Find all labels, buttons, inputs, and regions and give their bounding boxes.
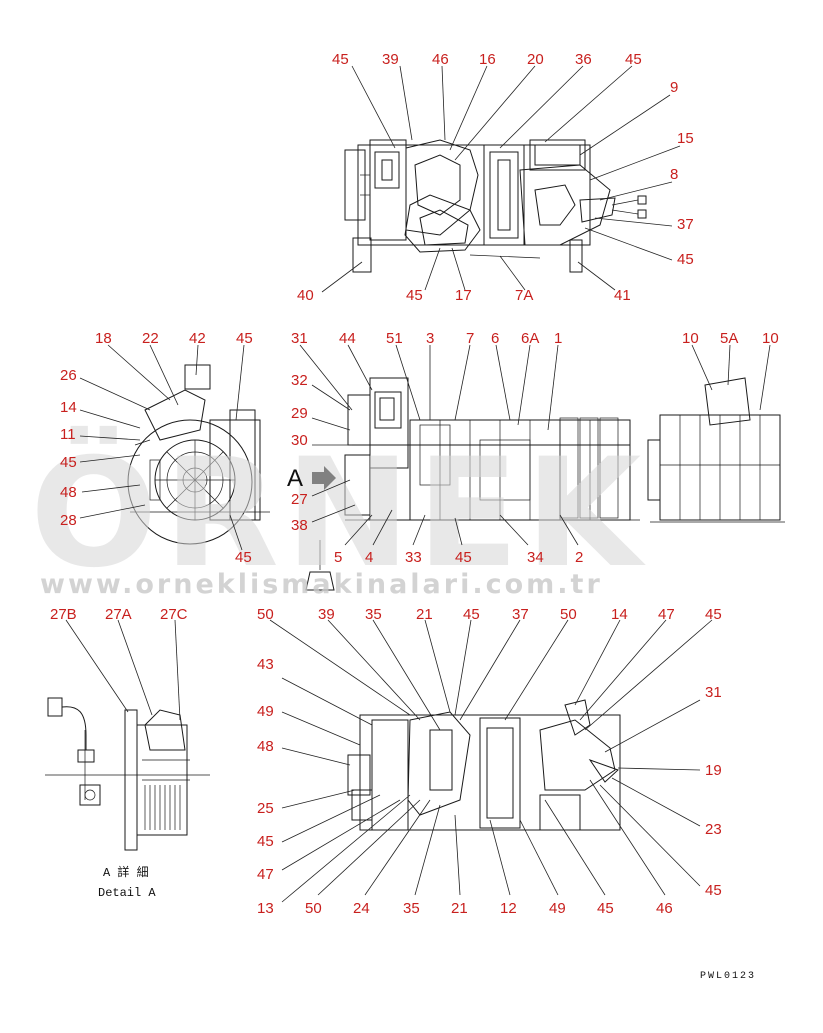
callout-label: 47 bbox=[658, 606, 675, 623]
callout-label: 13 bbox=[257, 900, 274, 917]
callout-label: 38 bbox=[291, 517, 308, 534]
end-view-unit bbox=[647, 377, 785, 523]
callout-label: 9 bbox=[670, 79, 678, 96]
callout-label: 12 bbox=[500, 900, 517, 917]
callout-label: 8 bbox=[670, 166, 678, 183]
callout-label: 50 bbox=[257, 606, 274, 623]
callout-label: 45 bbox=[406, 287, 423, 304]
callout-label: 5A bbox=[720, 330, 738, 347]
callout-label: 45 bbox=[597, 900, 614, 917]
callout-label: 26 bbox=[60, 367, 77, 384]
callout-label: 37 bbox=[512, 606, 529, 623]
callout-label: 31 bbox=[291, 330, 308, 347]
callout-label: 14 bbox=[611, 606, 628, 623]
callout-label: 21 bbox=[451, 900, 468, 917]
callout-label: 44 bbox=[339, 330, 356, 347]
callout-label: 3 bbox=[426, 330, 434, 347]
callout-label: 50 bbox=[560, 606, 577, 623]
callout-label: 29 bbox=[291, 405, 308, 422]
callout-label: 20 bbox=[527, 51, 544, 68]
callout-label: 45 bbox=[705, 882, 722, 899]
callout-label: 25 bbox=[257, 800, 274, 817]
callout-label: 31 bbox=[705, 684, 722, 701]
detail-a-drawing bbox=[45, 697, 210, 851]
callout-label: 45 bbox=[625, 51, 642, 68]
callout-label: 17 bbox=[455, 287, 472, 304]
callout-label: 48 bbox=[60, 484, 77, 501]
callout-label: 40 bbox=[297, 287, 314, 304]
callout-label: 10 bbox=[682, 330, 699, 347]
callout-label: 5 bbox=[334, 549, 342, 566]
callout-label: 45 bbox=[60, 454, 77, 471]
callout-label: 33 bbox=[405, 549, 422, 566]
callout-label: 27 bbox=[291, 491, 308, 508]
callout-label: 49 bbox=[549, 900, 566, 917]
callout-label: 1 bbox=[554, 330, 562, 347]
callout-label: 39 bbox=[382, 51, 399, 68]
blower-fin-array bbox=[144, 785, 181, 830]
callout-label: 48 bbox=[257, 738, 274, 755]
side-view-blower bbox=[127, 364, 270, 545]
callout-label: 6A bbox=[521, 330, 539, 347]
callout-label: 46 bbox=[656, 900, 673, 917]
callout-label: 45 bbox=[677, 251, 694, 268]
callout-label: 32 bbox=[291, 372, 308, 389]
leader-lines bbox=[65, 65, 771, 903]
callout-label: 15 bbox=[677, 130, 694, 147]
callout-label: 39 bbox=[318, 606, 335, 623]
side-view-main-unit bbox=[305, 377, 640, 591]
callout-label: 11 bbox=[60, 426, 76, 443]
callout-label: 45 bbox=[705, 606, 722, 623]
callout-label: 37 bbox=[677, 216, 694, 233]
callout-label: 46 bbox=[432, 51, 449, 68]
callout-label: 30 bbox=[291, 432, 308, 449]
callout-label: 49 bbox=[257, 703, 274, 720]
callout-label: 35 bbox=[365, 606, 382, 623]
top-view-assembly bbox=[344, 139, 647, 273]
drawing-code: PWL0123 bbox=[700, 971, 756, 982]
detail-title-jp: A 詳 細 bbox=[103, 864, 149, 880]
callout-label: 27B bbox=[50, 606, 77, 623]
callout-label: 21 bbox=[416, 606, 433, 623]
callout-label: 36 bbox=[575, 51, 592, 68]
callout-label: 7 bbox=[466, 330, 474, 347]
callout-label: 27A bbox=[105, 606, 132, 623]
callout-label: 35 bbox=[403, 900, 420, 917]
callout-label: 4 bbox=[365, 549, 373, 566]
view-a-marker: A bbox=[287, 465, 303, 492]
callout-label: 24 bbox=[353, 900, 370, 917]
lower-assembly bbox=[347, 699, 621, 831]
callout-label: 16 bbox=[479, 51, 496, 68]
callout-label: 10 bbox=[762, 330, 779, 347]
callout-labels: 45 39 46 16 20 36 45 9 15 8 37 45 40 45 … bbox=[50, 51, 779, 917]
detail-title-en: Detail A bbox=[98, 886, 156, 900]
callout-label: 51 bbox=[386, 330, 403, 347]
callout-label: 41 bbox=[614, 287, 631, 304]
callout-label: 45 bbox=[236, 330, 253, 347]
callout-label: 47 bbox=[257, 866, 274, 883]
callout-label: 19 bbox=[705, 762, 722, 779]
callout-label: 14 bbox=[60, 399, 77, 416]
watermark-url: www.orneklismakinalari.com.tr bbox=[40, 569, 603, 600]
callout-label: 45 bbox=[332, 51, 349, 68]
callout-label: 43 bbox=[257, 656, 274, 673]
callout-label: 18 bbox=[95, 330, 112, 347]
callout-label: 45 bbox=[257, 833, 274, 850]
callout-label: 22 bbox=[142, 330, 159, 347]
callout-label: 6 bbox=[491, 330, 499, 347]
callout-label: 27C bbox=[160, 606, 188, 623]
callout-label: 7A bbox=[515, 287, 533, 304]
callout-label: 42 bbox=[189, 330, 206, 347]
callout-label: 45 bbox=[463, 606, 480, 623]
callout-label: 34 bbox=[527, 549, 544, 566]
watermark: ÖRNEK www.orneklismakinalari.com.tr bbox=[30, 425, 641, 601]
callout-label: 45 bbox=[235, 549, 252, 566]
callout-label: 50 bbox=[305, 900, 322, 917]
callout-label: 45 bbox=[455, 549, 472, 566]
callout-label: 28 bbox=[60, 512, 77, 529]
callout-label: 23 bbox=[705, 821, 722, 838]
callout-label: 2 bbox=[575, 549, 583, 566]
